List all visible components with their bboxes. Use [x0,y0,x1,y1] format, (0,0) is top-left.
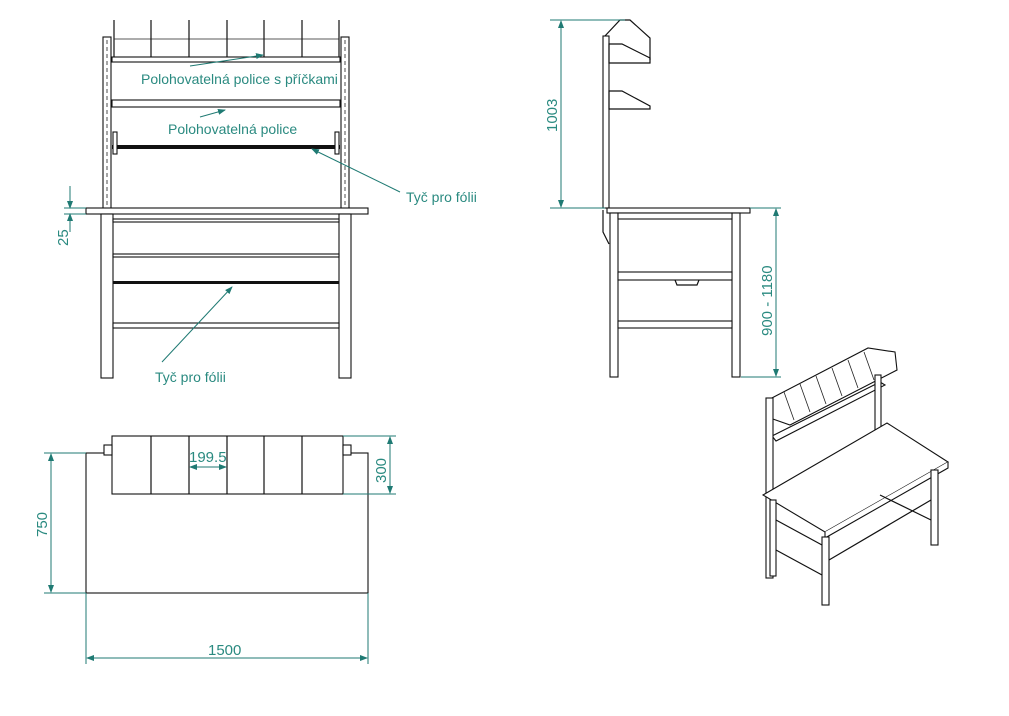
table-top [85,207,369,215]
right-leg [338,213,352,379]
dim-offset: 25 [55,229,72,246]
side-table-top [606,207,751,214]
shelf-with-dividers [111,56,341,63]
dim-bin-width: 199.5 [189,449,227,466]
dim-bin-depth: 300 [373,458,390,483]
foil-rod-lower [113,281,339,284]
label-shelf-with-dividers: Polohovatelná police s příčkami [141,71,338,87]
label-foil-rod-upper: Tyč pro fólii [406,189,477,205]
dim-table-height: 900 - 1180 [759,265,776,336]
foil-rod-upper [112,145,340,149]
label-shelf: Polohovatelná police [168,121,297,137]
left-leg [100,213,114,379]
top-view: 199.5 300 750 1500 [34,435,396,664]
side-view: 1003 900 - 1180 [544,19,781,378]
isometric-view [761,347,950,606]
side-upright [602,35,610,209]
divider-bins [113,20,340,57]
dim-superstructure-height: 1003 [544,99,561,132]
shelf [111,99,341,108]
dim-width: 1500 [208,642,241,659]
label-foil-rod-lower: Tyč pro fólii [155,369,226,385]
front-view: Polohovatelná police s příčkami Polohova… [55,20,477,385]
dim-depth: 750 [34,512,51,537]
